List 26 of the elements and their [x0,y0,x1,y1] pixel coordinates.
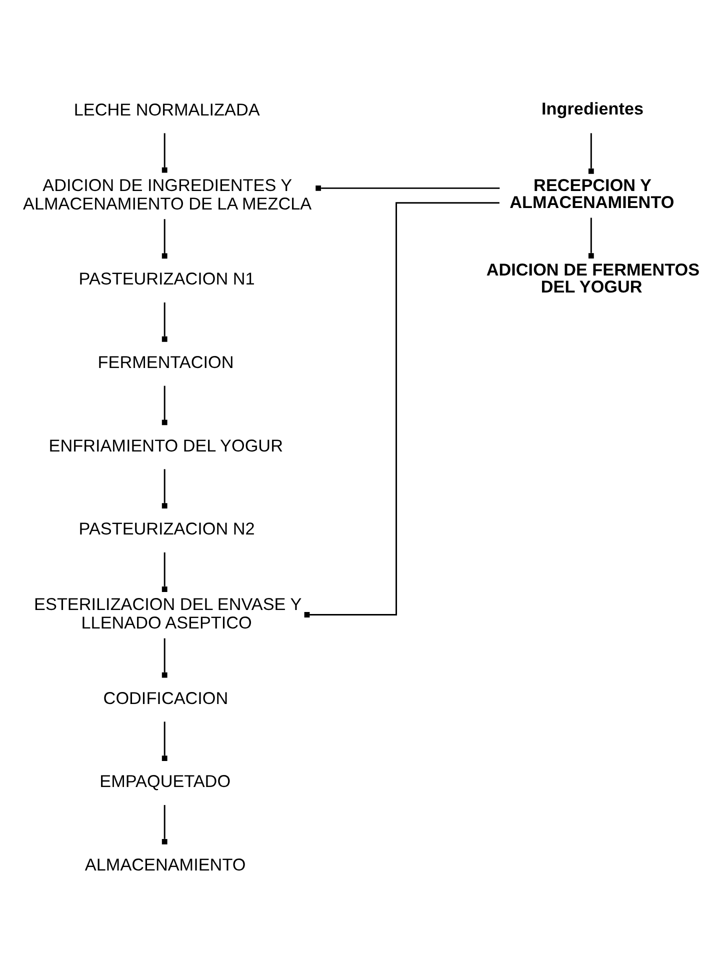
connector [162,302,168,342]
connector [162,805,168,844]
node-text: ADICION DE INGREDIENTES Y ALMACENAMIENTO DE LA MEZCLA [23,174,312,214]
connector [304,202,500,618]
node-text: ENFRIAMIENTO DEL YOGUR [48,435,283,456]
node-text: EMPAQUETADO [100,771,231,792]
connector [316,186,500,191]
node-text: ADICION DE FERMENTOS DEL YOGUR [486,259,700,297]
connector [588,218,594,258]
connector [162,469,168,509]
node-text: ALMACENAMIENTO [84,854,246,875]
node-text: Ingredientes [542,98,644,118]
connector [162,133,168,173]
node-text: ESTERILIZACION DEL ENVASE Y LLENADO ASEPTICO [34,594,302,632]
connector [588,133,594,174]
node-text: RECEPCION Y ALMACENAMIENTO [510,174,674,212]
node-text: CODIFICACION [103,688,228,708]
connector [162,552,168,592]
connector [162,722,168,762]
node-text: PASTEURIZACION N2 [78,518,255,539]
connector [162,386,168,426]
connector [162,219,168,259]
node-text: LECHE NORMALIZADA [74,100,260,120]
node-text: FERMENTACION [98,352,234,372]
connector [162,638,168,678]
node-text: PASTEURIZACION N1 [78,268,255,289]
